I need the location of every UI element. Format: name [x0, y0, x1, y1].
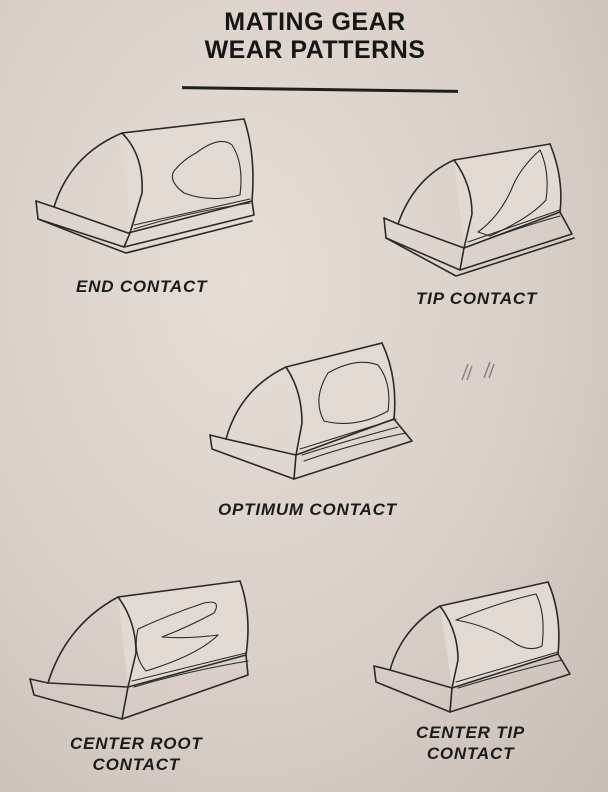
pencil-smudge: [458, 358, 506, 384]
label-center-root-line-2: CONTACT: [92, 755, 180, 774]
gear-tooth-end-contact: [34, 115, 264, 265]
label-tip-contact: TIP CONTACT: [416, 289, 538, 308]
label-center-tip-line-1: CENTER TIP: [416, 723, 526, 742]
gear-tooth-center-tip-contact: [370, 574, 580, 724]
title-underline: [181, 86, 459, 93]
gear-tooth-center-root-contact: [28, 575, 258, 725]
poster-title: MATING GEAR WEAR PATTERNS: [150, 8, 480, 64]
label-center-tip-contact: CENTER TIP CONTACT: [416, 722, 525, 764]
title-line-1: MATING GEAR: [224, 8, 406, 36]
gear-tooth-tip-contact: [380, 138, 580, 283]
label-center-root-line-1: CENTER ROOT: [70, 734, 203, 753]
label-center-root-contact: CENTER ROOT CONTACT: [70, 733, 203, 775]
title-line-2: WEAR PATTERNS: [204, 36, 426, 64]
gear-tooth-optimum-contact: [206, 337, 421, 487]
label-center-tip-line-2: CONTACT: [426, 744, 515, 763]
label-optimum-contact: OPTIMUM CONTACT: [218, 500, 397, 519]
label-end-contact: END CONTACT: [76, 277, 208, 296]
